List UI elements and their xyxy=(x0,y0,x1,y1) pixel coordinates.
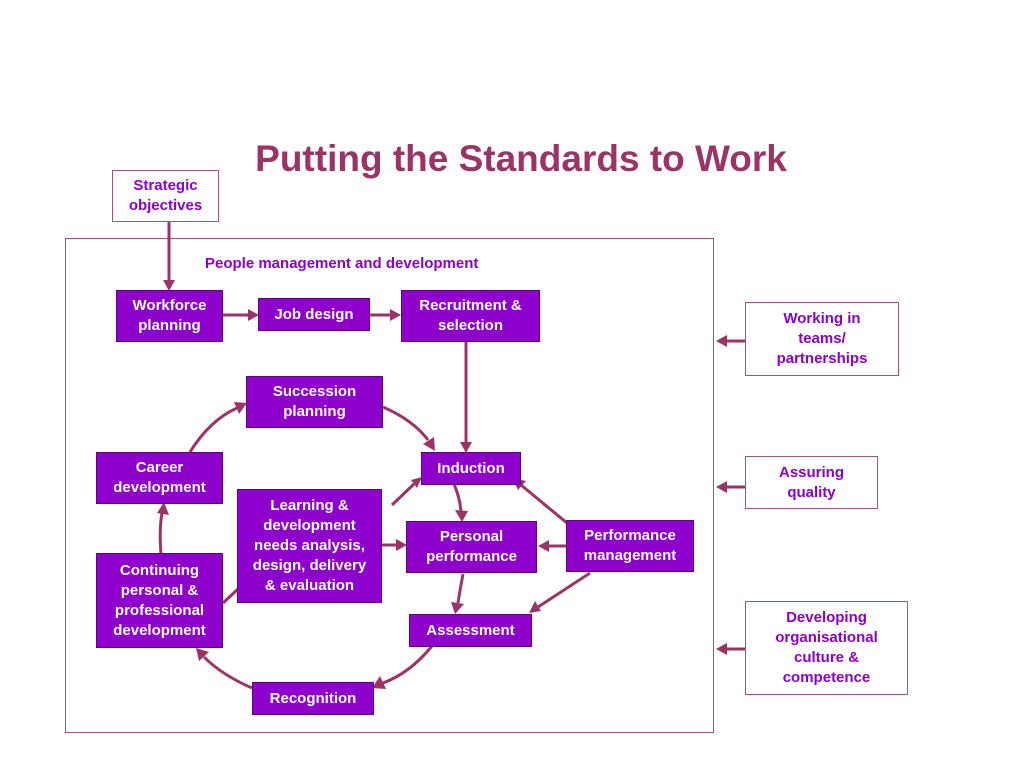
assessment-box: Assessment xyxy=(409,614,532,647)
arrowhead xyxy=(460,442,472,453)
arrow-learning-to-induction xyxy=(390,482,416,507)
arrowhead xyxy=(196,648,209,661)
working-in-teams-box: Working in teams/ partnerships xyxy=(745,302,899,376)
career-development-box: Career development xyxy=(96,452,223,504)
recognition-box: Recognition xyxy=(252,682,374,715)
continuing-development-box: Continuing personal & professional devel… xyxy=(96,553,223,648)
link-continuing-to-learning xyxy=(221,587,240,605)
arrowhead xyxy=(372,676,386,689)
page-title: Putting the Standards to Work xyxy=(255,138,787,179)
arc-continuing-to-career xyxy=(158,512,164,555)
arrowhead xyxy=(157,502,169,515)
arrowhead xyxy=(455,510,468,522)
arrowhead xyxy=(411,477,422,488)
arrowhead xyxy=(423,437,435,451)
arrowhead xyxy=(529,601,541,613)
induction-box: Induction xyxy=(421,452,521,485)
people-management-frame xyxy=(65,238,714,733)
performance-management-box: Performance management xyxy=(566,520,694,572)
arc-career-to-succession xyxy=(188,406,238,453)
arrowhead xyxy=(716,643,727,655)
arrowhead xyxy=(390,309,401,321)
arrow-personal-to-assessment xyxy=(456,573,465,604)
arrowhead xyxy=(163,280,175,291)
arrowhead xyxy=(396,539,407,551)
arrow-performance-to-induction xyxy=(520,483,568,525)
recruitment-selection-box: Recruitment & selection xyxy=(401,290,540,342)
succession-planning-box: Succession planning xyxy=(246,376,383,428)
arrowhead xyxy=(716,335,727,347)
workforce-planning-box: Workforce planning xyxy=(116,290,223,342)
arrow-performance-to-assessment xyxy=(537,571,591,609)
arrowhead xyxy=(716,481,727,493)
arrowhead xyxy=(234,402,247,414)
strategic-objectives-box: Strategic objectives xyxy=(112,170,219,222)
arc-succession-to-induction xyxy=(382,405,430,441)
personal-performance-box: Personal performance xyxy=(406,521,537,573)
assuring-quality-box: Assuring quality xyxy=(745,456,878,509)
arrow-induction-to-personal xyxy=(452,483,463,513)
arrowhead xyxy=(248,309,259,321)
learning-development-box: Learning & development needs analysis, d… xyxy=(237,489,382,603)
arc-recognition-to-continuing xyxy=(202,655,253,690)
developing-culture-box: Developing organisational culture & comp… xyxy=(745,601,908,695)
arrowhead xyxy=(451,602,464,614)
job-design-box: Job design xyxy=(258,298,370,331)
frame-label: People management and development xyxy=(205,255,479,272)
arc-assessment-to-recognition xyxy=(382,645,434,685)
arrowhead xyxy=(538,540,549,552)
